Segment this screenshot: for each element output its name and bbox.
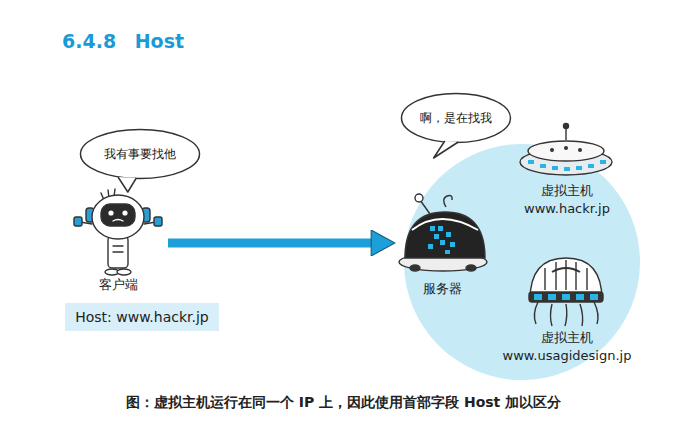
bubble-text: 啊，是在找我 (420, 110, 492, 127)
bubble-tail (118, 177, 136, 192)
host-label: www.hackr.jp (524, 200, 610, 218)
host-label: 客户端 (99, 276, 138, 294)
host-figure: 服务器 (394, 196, 490, 300)
host-label: www.usagidesign.jp (503, 347, 632, 365)
figure-caption: 图：虚拟主机运行在同一个 IP 上，因此使用首部字段 Host 加以区分 (0, 394, 687, 412)
host-label: 服务器 (423, 280, 462, 298)
virtual-host-saucer (520, 124, 612, 176)
request-arrow (168, 239, 382, 248)
host-label: 虚拟主机 (541, 182, 593, 200)
bubble-text: 我有事要找他 (104, 146, 176, 163)
speech-bubble: 啊，是在找我 (400, 92, 512, 144)
server-robot (399, 194, 487, 271)
bubble-tail (434, 141, 459, 158)
speech-bubble: 我有事要找他 (79, 128, 201, 180)
client-robot (74, 189, 162, 275)
virtual-host-jellyfish (529, 258, 603, 326)
header-text: Host: www.hackr.jp (75, 309, 209, 325)
header-box: Host: www.hackr.jp (65, 303, 219, 331)
host-figure: 虚拟主机www.usagidesign.jp (497, 255, 637, 367)
section-title: 6.4.8 Host (62, 30, 184, 52)
bubble-body (81, 130, 200, 179)
host-label: 虚拟主机 (541, 329, 593, 347)
host-figure: 客户端 (68, 190, 168, 296)
bubble-body (402, 94, 511, 143)
host-figure: 虚拟主机www.hackr.jp (512, 128, 622, 220)
